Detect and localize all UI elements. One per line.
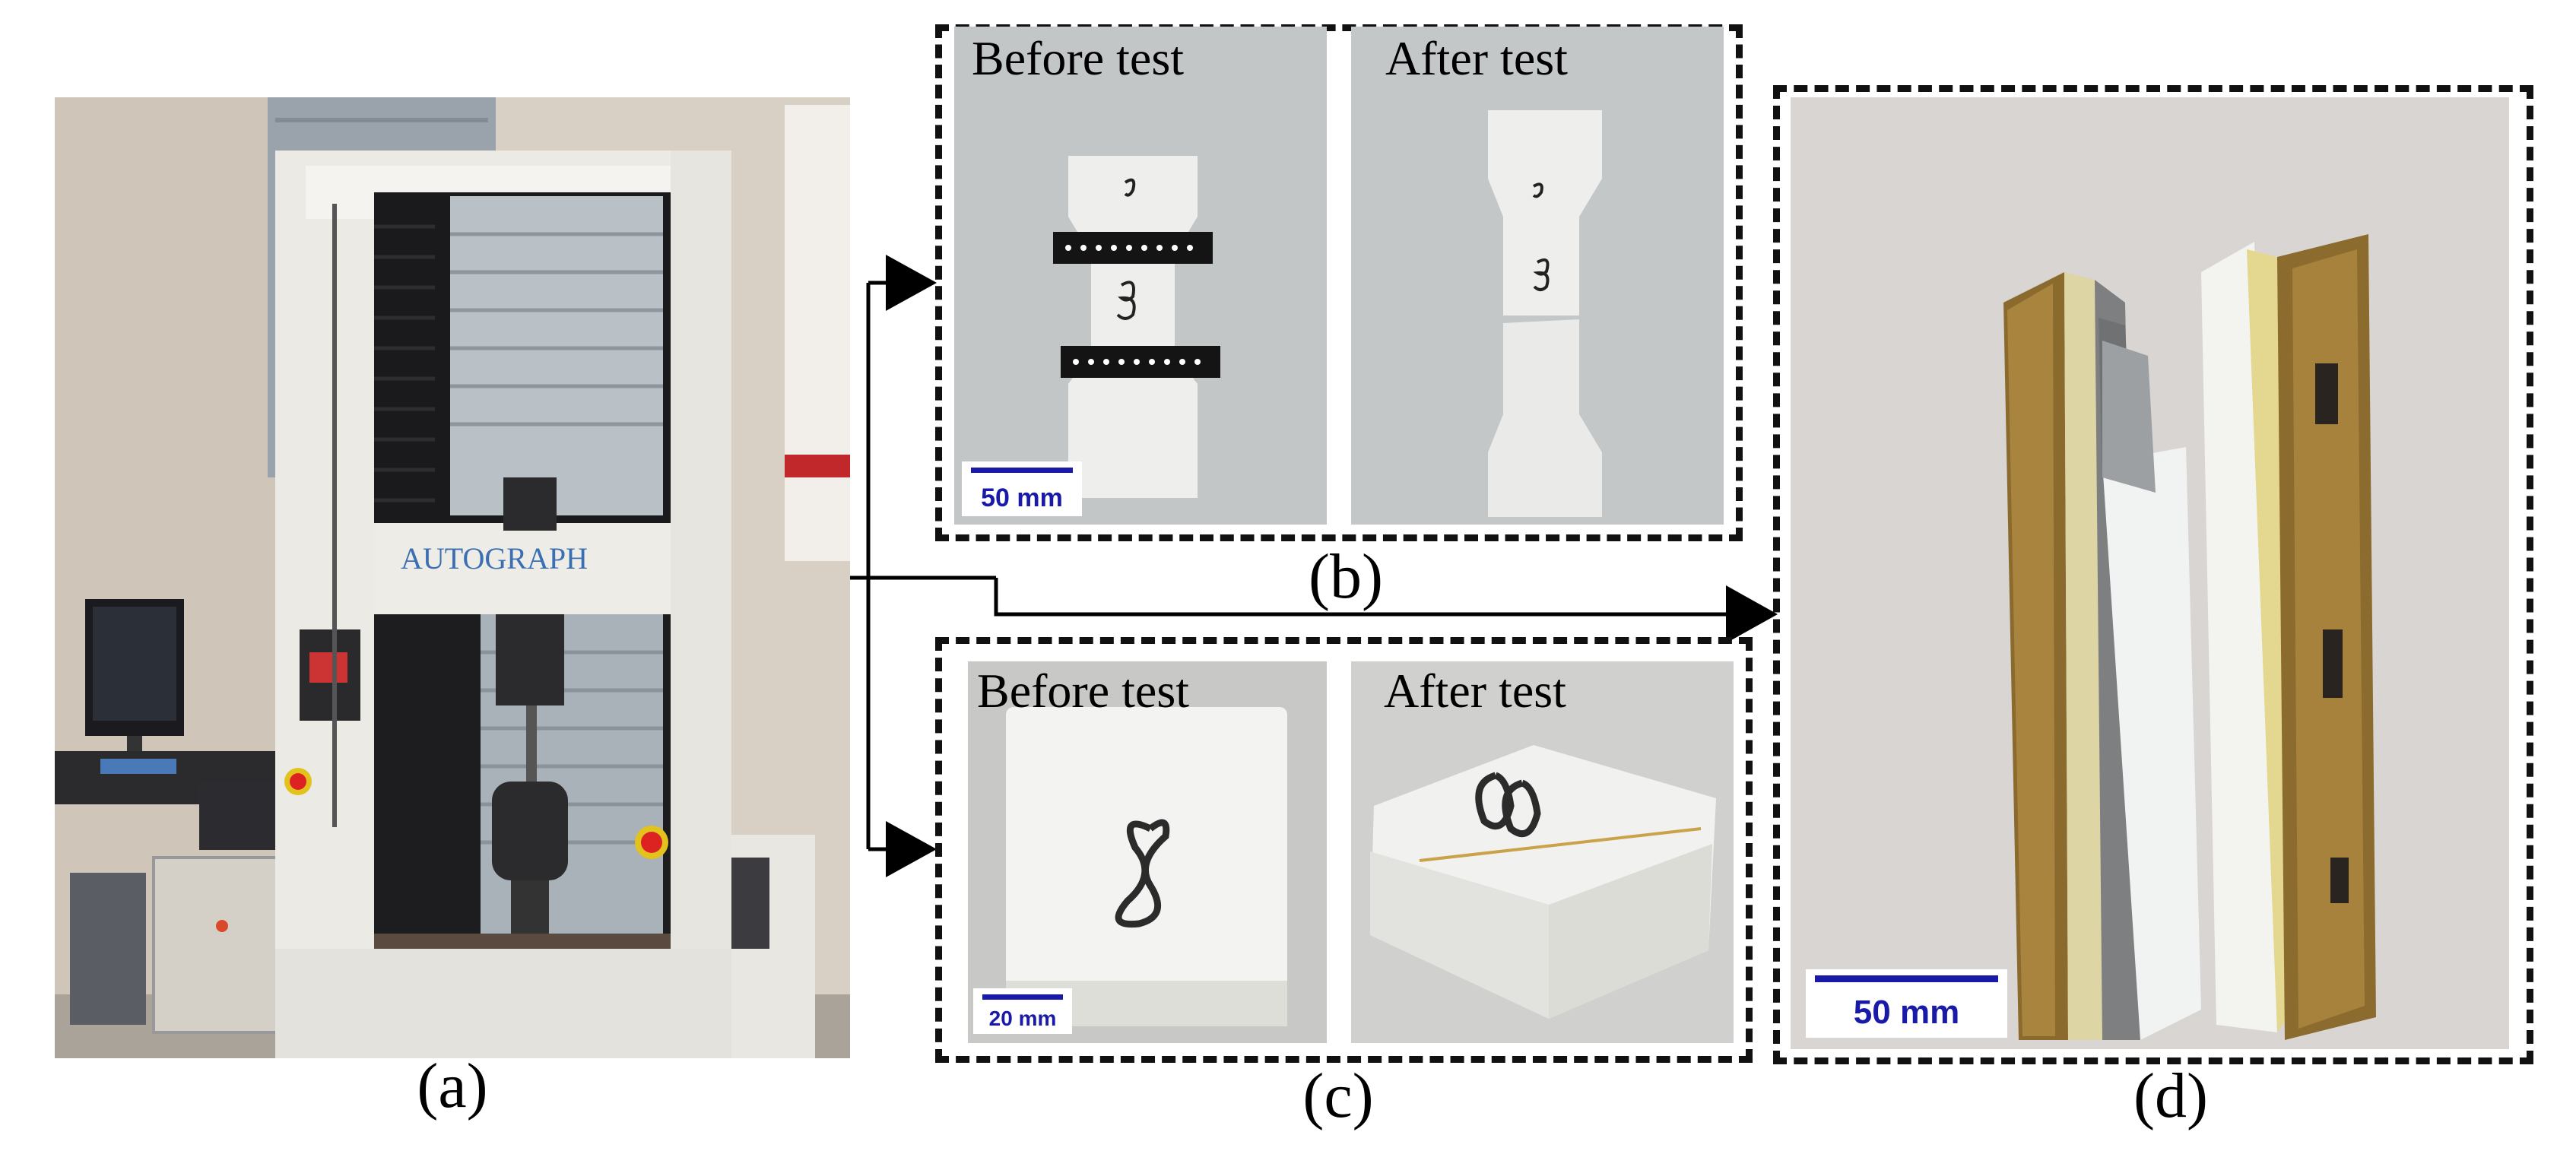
arrow-to-b xyxy=(886,255,937,311)
panel-c-before-photo xyxy=(968,661,1327,1043)
caption-b: (b) xyxy=(1309,541,1383,612)
caption-d: (d) xyxy=(2133,1061,2208,1131)
panel-c-after-label: After test xyxy=(1384,664,1566,718)
panel-b-scale-label: 50 mm xyxy=(981,484,1063,512)
panel-b-before-label: Before test xyxy=(972,31,1184,85)
panel-d-scale-label: 50 mm xyxy=(1853,994,1960,1031)
arrow-to-c xyxy=(886,821,937,877)
panel-b-frame xyxy=(935,24,1743,541)
panel-c-scale-bar: 20 mm xyxy=(973,988,1072,1034)
panel-d-scale-bar: 50 mm xyxy=(1806,969,2007,1038)
panel-c-after-photo xyxy=(1351,661,1734,1043)
panel-b-after-label: After test xyxy=(1385,31,1568,85)
panel-c-scale-label: 20 mm xyxy=(988,1007,1057,1030)
panel-d-frame xyxy=(1773,85,2533,1064)
panel-c-frame xyxy=(935,637,1753,1063)
panel-c-before-label: Before test xyxy=(977,664,1189,718)
caption-c: (c) xyxy=(1302,1061,1374,1131)
panel-b-after-photo xyxy=(1351,27,1724,525)
caption-a: (a) xyxy=(417,1051,488,1121)
panel-d-photo xyxy=(1791,97,2509,1049)
panel-b-before-photo xyxy=(954,27,1327,525)
panel-b-scale-bar: 50 mm xyxy=(962,461,1082,516)
testing-machine-illustration: AUTOGRAPH xyxy=(55,97,850,1058)
arrow-to-d xyxy=(1726,585,1778,643)
panel-a-photo: AUTOGRAPH xyxy=(55,97,850,1058)
autograph-label: AUTOGRAPH xyxy=(401,541,588,575)
